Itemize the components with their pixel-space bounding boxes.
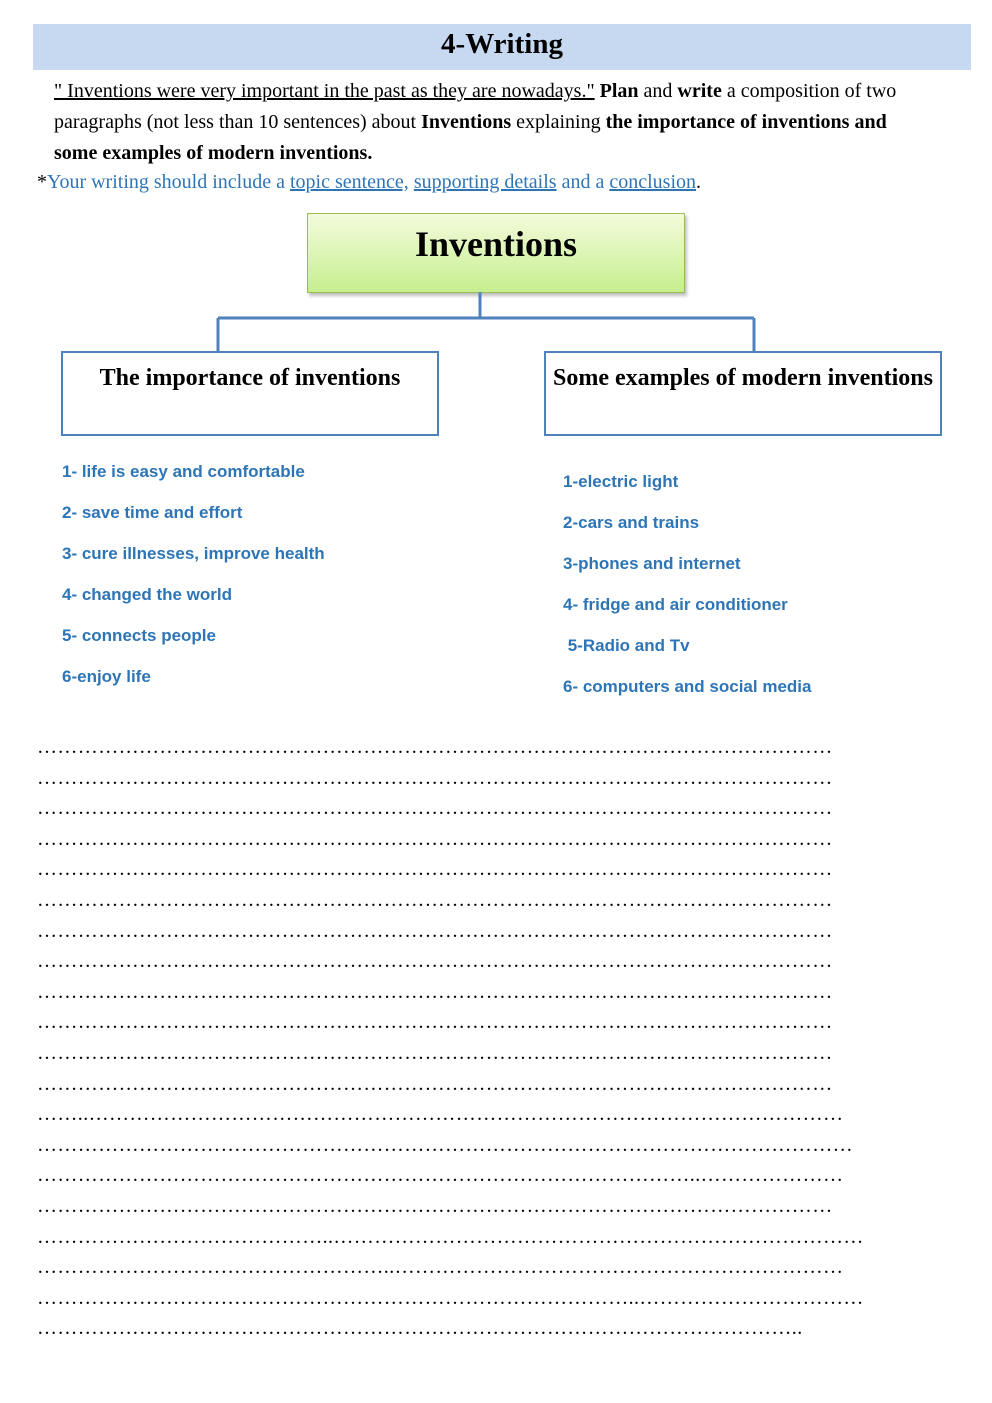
list-item: 3- cure illnesses, improve health	[62, 544, 325, 563]
list-item: 6- computers and social media	[563, 677, 812, 696]
instruction-note: *Your writing should include a topic sen…	[37, 168, 701, 196]
page-title: 4-Writing	[441, 28, 563, 60]
examples-heading: Some examples of modern inventions	[553, 365, 933, 391]
writing-line[interactable]: ……………………………………………………………………………..…………………………	[37, 1286, 864, 1309]
writing-line[interactable]: ………………………………………………………………………………………………………	[37, 919, 833, 942]
note-lead: Your writing should include a	[47, 171, 285, 193]
prompt-explaining: explaining	[516, 111, 601, 133]
writing-line[interactable]: ………………………………………………………………………………………………………	[37, 736, 833, 758]
list-item: 6-enjoy life	[62, 667, 151, 686]
prompt-and: and	[643, 80, 673, 102]
writing-line[interactable]: ………………………………………………………………………………………………………	[37, 1072, 833, 1095]
note-period: .	[696, 171, 701, 193]
prompt-inventions: Inventions	[421, 111, 512, 133]
writing-line[interactable]: ……..…………………………………………………………………………………………………	[37, 1103, 844, 1126]
note-and-a: and a	[561, 171, 605, 193]
writing-area[interactable]: ……………………………………………………………………………………………………… …	[37, 732, 952, 1344]
mindmap-center-box: Inventions	[307, 213, 685, 293]
writing-line[interactable]: ………………………………………………………………………………………………………	[37, 858, 833, 881]
writing-line[interactable]: ………………………………………………………………………………………………………	[37, 1011, 833, 1034]
list-item: 4- changed the world	[62, 585, 233, 604]
list-item: 5-Radio and Tv	[563, 636, 690, 655]
prompt-write: write	[677, 80, 722, 102]
prompt-text: a composition of two paragraphs (not les…	[54, 80, 897, 133]
prompt-plan: Plan	[599, 80, 639, 102]
writing-line[interactable]: ………………………………………………………………………………………………………	[37, 827, 833, 850]
list-item: 1-electric light	[563, 472, 679, 491]
writing-line[interactable]: ……………………………………………..…………………………………………………………	[37, 1256, 844, 1279]
writing-prompt: " Inventions were very important in the …	[54, 76, 934, 169]
writing-line[interactable]: ………………………………………………………………………………………………………	[37, 888, 833, 911]
importance-heading-box: The importance of inventions	[61, 351, 439, 436]
list-item: 3-phones and internet	[563, 554, 741, 573]
importance-heading: The importance of inventions	[99, 365, 401, 391]
note-star: *	[37, 171, 47, 193]
note-topic-sentence: topic sentence,	[289, 171, 409, 193]
list-item: 2- save time and effort	[62, 503, 243, 522]
importance-list: 1- life is easy and comfortable 2- save …	[62, 462, 325, 708]
examples-heading-box: Some examples of modern inventions	[544, 351, 942, 436]
list-item: 4- fridge and air conditioner	[563, 595, 788, 614]
list-item: 1- life is easy and comfortable	[62, 462, 305, 481]
prompt-quote: " Inventions were very important in the …	[54, 80, 595, 102]
writing-line[interactable]: …………………………………………………………………………………………………………	[37, 1133, 853, 1156]
writing-line[interactable]: ………………………………………………………………………………………………………	[37, 950, 833, 973]
writing-line[interactable]: ………………………………………………………………………………………………………	[37, 797, 833, 820]
writing-line[interactable]: ………………………………………………………………………………………………………	[37, 1041, 833, 1064]
note-supporting-details: supporting details	[413, 171, 557, 193]
examples-list: 1-electric light 2-cars and trains 3-pho…	[563, 472, 811, 718]
writing-line[interactable]: ………………………………………………………………………………………………………	[37, 1194, 833, 1217]
writing-line[interactable]: ………………………………………………………………………………………………………	[37, 766, 833, 789]
mindmap-center-label: Inventions	[414, 224, 578, 264]
writing-line[interactable]: ……………………………………..…………………………………………………………………	[37, 1225, 864, 1248]
writing-line[interactable]: ………………………………………………………………………………………………………	[37, 980, 833, 1003]
title-bar: 4-Writing	[33, 24, 971, 70]
note-conclusion: conclusion	[609, 171, 696, 193]
prompt-bold-end: the importance of inventions and some ex…	[54, 111, 887, 164]
list-item: 5- connects people	[62, 626, 216, 645]
writing-line[interactable]: …………………………………………………………………………………………………..	[37, 1317, 803, 1340]
mindmap-connector	[216, 292, 756, 351]
writing-line[interactable]: ……………………………………………………………………………………..…………………	[37, 1164, 844, 1187]
list-item: 2-cars and trains	[563, 513, 700, 532]
